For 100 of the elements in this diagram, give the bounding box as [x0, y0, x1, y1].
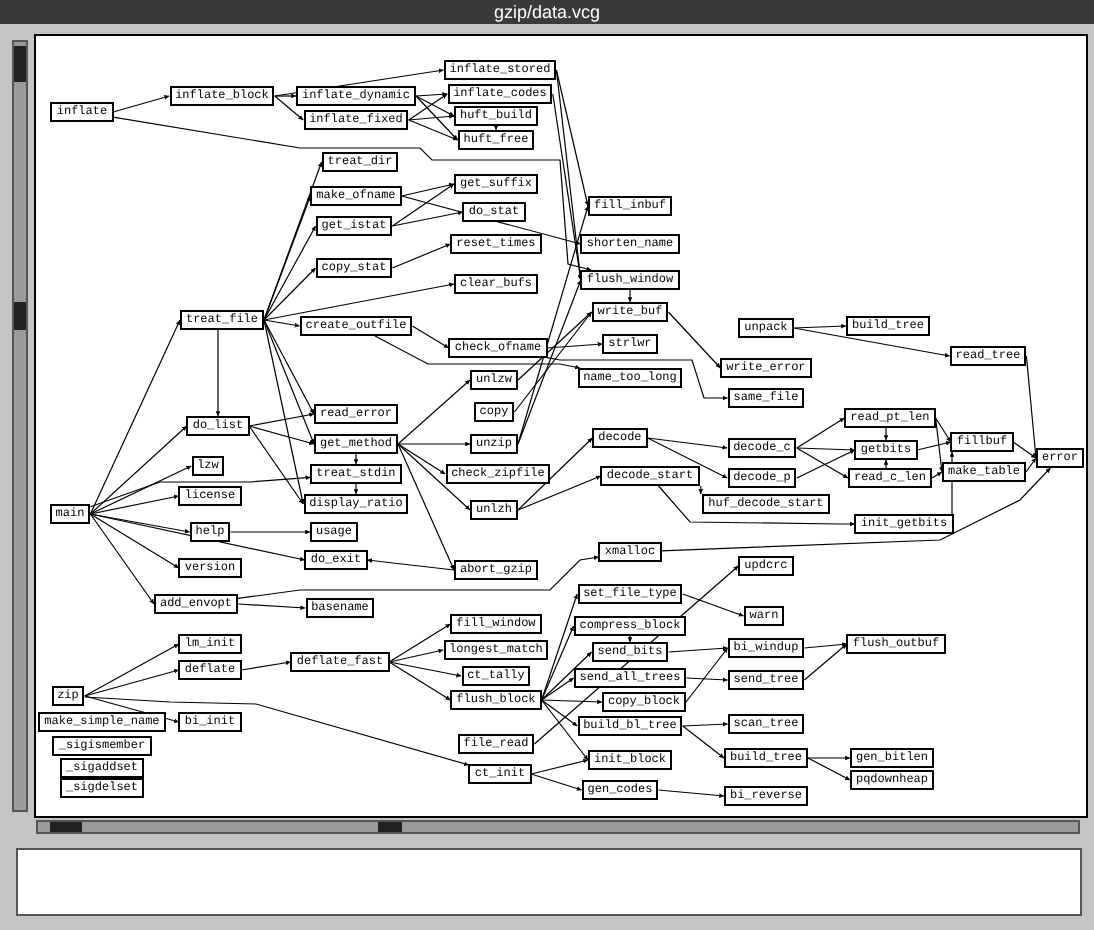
call-arrow	[493, 125, 499, 131]
call-arrow	[1012, 441, 1037, 459]
call-arrow	[263, 267, 317, 321]
call-arrow	[546, 357, 729, 401]
call-arrow	[263, 225, 317, 321]
call-arrow	[517, 205, 589, 445]
call-arrow	[883, 459, 889, 469]
call-arrow	[541, 651, 593, 701]
call-arrow	[366, 558, 455, 571]
call-arrow	[415, 91, 448, 97]
call-arrow	[391, 243, 451, 269]
call-arrow	[517, 437, 593, 511]
call-arrow	[541, 699, 578, 727]
call-arrow	[807, 757, 851, 781]
call-arrow	[274, 95, 304, 121]
call-arrow	[353, 483, 359, 495]
call-arrow	[248, 412, 315, 427]
call-arrow	[541, 699, 603, 705]
call-arrow	[667, 311, 721, 369]
call-arrow	[803, 643, 848, 681]
call-arrow	[627, 635, 633, 643]
call-arrow	[89, 513, 306, 562]
call-arrow	[112, 116, 592, 272]
call-arrow	[667, 645, 729, 653]
call-arrow	[513, 311, 593, 413]
call-arrow	[546, 341, 603, 349]
call-arrow	[263, 319, 315, 415]
call-arrow	[682, 725, 725, 759]
call-arrow	[89, 494, 180, 515]
call-arrow	[793, 323, 847, 329]
call-arrow	[552, 93, 583, 281]
call-arrow	[408, 93, 448, 121]
call-arrow	[112, 95, 170, 113]
call-arrow	[84, 643, 180, 697]
call-arrow	[388, 661, 451, 701]
call-arrow	[89, 465, 192, 515]
call-arrow	[685, 647, 729, 703]
call-arrow	[658, 485, 856, 527]
call-arrow	[415, 95, 459, 141]
call-arrow	[682, 593, 745, 617]
call-arrow	[555, 69, 590, 207]
call-arrow	[84, 696, 470, 766]
call-arrow	[411, 325, 450, 349]
call-arrow	[517, 311, 593, 381]
call-arrow	[374, 335, 581, 370]
call-arrow	[401, 182, 455, 197]
call-arrow	[397, 443, 455, 571]
call-arrow	[89, 319, 181, 515]
call-arrow	[353, 453, 359, 465]
call-arrow	[263, 282, 455, 321]
call-arrow	[89, 475, 311, 508]
call-arrow	[263, 195, 311, 321]
call-arrow	[796, 449, 856, 479]
call-arrow	[215, 329, 221, 417]
call-arrow	[807, 755, 851, 761]
call-arrow	[541, 677, 575, 701]
call-arrow	[388, 623, 451, 663]
call-arrow	[883, 427, 889, 441]
call-arrow	[931, 471, 943, 479]
call-arrow	[796, 447, 849, 479]
call-arrow	[263, 319, 315, 445]
call-arrow	[89, 513, 155, 605]
call-arrow	[408, 119, 459, 141]
call-arrow	[530, 758, 589, 775]
call-arrow	[530, 773, 583, 791]
call-arrow	[541, 625, 575, 701]
call-arrow	[248, 425, 315, 446]
call-arrow	[685, 677, 729, 683]
call-arrow	[517, 279, 582, 445]
window-title: gzip/data.vcg	[493, 3, 601, 21]
call-arrow	[1025, 457, 1037, 473]
call-arrow	[415, 95, 455, 117]
call-arrow	[240, 660, 292, 671]
call-arrow	[397, 379, 471, 445]
call-arrow	[660, 467, 1051, 552]
call-arrow	[935, 417, 952, 443]
call-arrow	[647, 437, 728, 479]
call-arrow	[793, 327, 951, 358]
call-arrow	[408, 114, 455, 121]
call-arrow	[698, 485, 704, 495]
call-arrow	[274, 93, 297, 99]
call-arrow	[541, 699, 589, 761]
call-arrow	[803, 642, 848, 649]
call-arrow	[391, 183, 455, 227]
call-arrow	[397, 443, 471, 511]
call-arrow	[391, 210, 464, 227]
call-arrow	[388, 648, 444, 663]
call-arrow	[89, 425, 188, 515]
call-arrow	[237, 555, 600, 599]
call-arrow	[627, 289, 633, 303]
call-arrow	[237, 603, 306, 611]
call-arrow	[263, 319, 301, 328]
call-arrow	[647, 437, 728, 450]
call-arrow	[796, 417, 845, 449]
call-arrow	[248, 425, 304, 505]
call-arrow	[397, 443, 446, 475]
call-arrow	[541, 593, 578, 701]
call-arrow	[397, 441, 471, 447]
call-arrow	[229, 529, 311, 535]
call-arrow	[657, 789, 725, 798]
